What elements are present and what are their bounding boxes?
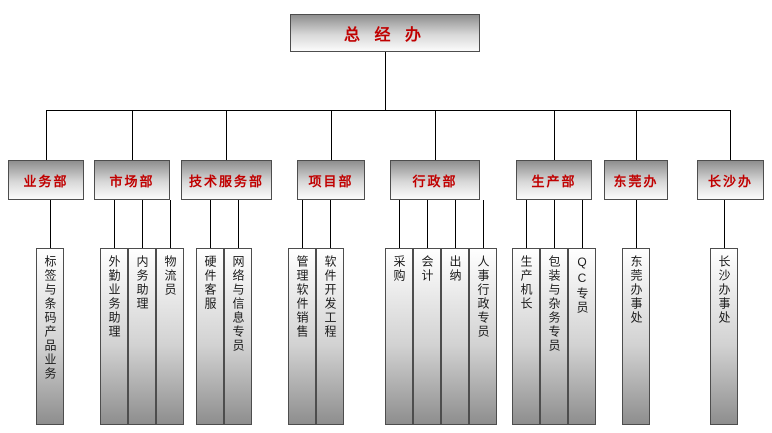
connector-role-stub (330, 200, 331, 248)
connector-dept-stub (46, 110, 47, 160)
connector-role-stub (582, 200, 583, 248)
node-office-dongguan[interactable]: 东莞办 (604, 160, 668, 200)
role-node[interactable]: 外勤业务助理 (100, 248, 128, 425)
role-node[interactable]: 会计 (413, 248, 441, 425)
dept-label: 市场部 (109, 173, 155, 189)
role-node[interactable]: 内务助理 (128, 248, 156, 425)
connector-role-stub (142, 200, 143, 248)
node-general-manager-office[interactable]: 总 经 办 (290, 14, 480, 52)
role-label: 硬件客服 (203, 255, 217, 311)
role-label: 内务助理 (135, 255, 149, 311)
role-node[interactable]: 管理软件销售 (288, 248, 316, 425)
connector-role-stub (50, 200, 51, 248)
role-node[interactable]: 硬件客服 (196, 248, 224, 425)
dept-label: 技术服务部 (188, 173, 264, 189)
role-label: QC专员 (575, 255, 589, 315)
role-label: 出纳 (448, 255, 462, 283)
role-label: 管理软件销售 (295, 255, 309, 339)
connector-role-stub (170, 200, 171, 248)
connector-role-stub (238, 200, 239, 248)
dept-label: 东莞办 (613, 173, 659, 189)
connector-dept-stub (730, 110, 731, 160)
role-node[interactable]: 采购 (385, 248, 413, 425)
role-node[interactable]: 网络与信息专员 (224, 248, 252, 425)
connector-dept-stub (435, 110, 436, 160)
role-node[interactable]: 软件开发工程 (316, 248, 344, 425)
connector-dept-stub (226, 110, 227, 160)
node-dept-production[interactable]: 生产部 (516, 160, 592, 200)
connector-role-stub (427, 200, 428, 248)
role-node[interactable]: 标签与条码产品业务 (36, 248, 64, 425)
connector-role-stub (636, 200, 637, 248)
dept-label: 行政部 (412, 173, 458, 189)
connector-dept-stub (636, 110, 637, 160)
connector-role-stub (114, 200, 115, 248)
connector-horizontal-trunk (46, 110, 731, 111)
role-label: 外勤业务助理 (107, 255, 121, 339)
root-label: 总 经 办 (344, 27, 426, 44)
role-label: 包装与杂务专员 (547, 255, 561, 353)
role-label: 人事行政专员 (476, 255, 490, 339)
connector-dept-stub (331, 110, 332, 160)
connector-role-stub (455, 200, 456, 248)
dept-label: 生产部 (531, 173, 577, 189)
node-dept-admin[interactable]: 行政部 (390, 160, 480, 200)
connector-role-stub (399, 200, 400, 248)
connector-role-stub (526, 200, 527, 248)
role-label: 采购 (392, 255, 406, 283)
role-label: 会计 (420, 255, 434, 283)
dept-label: 长沙办 (707, 173, 753, 189)
role-node[interactable]: 生产机长 (512, 248, 540, 425)
connector-role-stub (302, 200, 303, 248)
role-node[interactable]: 长沙办事处 (710, 248, 738, 425)
role-node[interactable]: 人事行政专员 (469, 248, 497, 425)
connector-role-stub (483, 200, 484, 248)
role-node[interactable]: 东莞办事处 (622, 248, 650, 425)
connector-root-trunk (385, 52, 386, 110)
role-node[interactable]: 包装与杂务专员 (540, 248, 568, 425)
role-label: 标签与条码产品业务 (43, 255, 57, 381)
node-dept-tech-service[interactable]: 技术服务部 (181, 160, 272, 200)
connector-role-stub (210, 200, 211, 248)
role-label: 网络与信息专员 (231, 255, 245, 353)
node-dept-marketing[interactable]: 市场部 (94, 160, 170, 200)
role-label: 物流员 (163, 255, 177, 297)
role-node[interactable]: 物流员 (156, 248, 184, 425)
connector-role-stub (724, 200, 725, 248)
role-node[interactable]: QC专员 (568, 248, 596, 425)
connector-role-stub (554, 200, 555, 248)
node-dept-business[interactable]: 业务部 (8, 160, 84, 200)
node-dept-project[interactable]: 项目部 (297, 160, 365, 200)
node-office-changsha[interactable]: 长沙办 (697, 160, 764, 200)
role-label: 软件开发工程 (323, 255, 337, 339)
connector-dept-stub (554, 110, 555, 160)
dept-label: 业务部 (23, 173, 69, 189)
role-node[interactable]: 出纳 (441, 248, 469, 425)
connector-dept-stub (132, 110, 133, 160)
dept-label: 项目部 (308, 173, 354, 189)
role-label: 东莞办事处 (629, 255, 643, 325)
role-label: 生产机长 (519, 255, 533, 311)
role-label: 长沙办事处 (717, 255, 731, 325)
